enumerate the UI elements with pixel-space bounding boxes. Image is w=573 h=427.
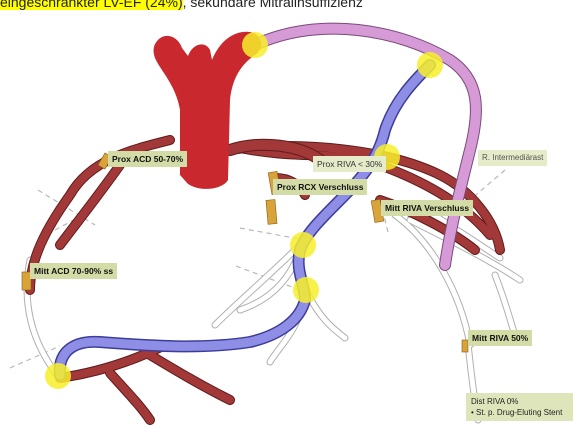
- label-prox-rcx: Prox RCX Verschluss: [273, 179, 367, 195]
- label-prox-riva: Prox RIVA < 30%: [313, 156, 386, 172]
- marker-riva-dist: [45, 363, 71, 389]
- marker-lad-prox: [417, 52, 443, 78]
- label-dist-riva: Dist RIVA 0% • St. p. Drug-Eluting Stent: [466, 393, 573, 421]
- label-r-intermediarast: R. Intermediärast: [478, 150, 547, 166]
- label-mitt-riva-verschluss: Mitt RIVA Verschluss: [381, 200, 473, 216]
- stenosis-marks: [22, 153, 468, 352]
- marker-riva-mitt-2: [293, 277, 319, 303]
- label-prox-acd: Prox ACD 50-70%: [108, 151, 187, 167]
- marker-intermediate: [242, 32, 268, 58]
- dist-riva-note: • St. p. Drug-Eluting Stent: [471, 407, 571, 418]
- marker-riva-mitt-1: [290, 232, 316, 258]
- label-mitt-acd: Mitt ACD 70-90% ss: [30, 263, 117, 279]
- dist-riva-title: Dist RIVA 0%: [471, 396, 571, 407]
- label-mitt-riva-50: Mitt RIVA 50%: [468, 330, 532, 346]
